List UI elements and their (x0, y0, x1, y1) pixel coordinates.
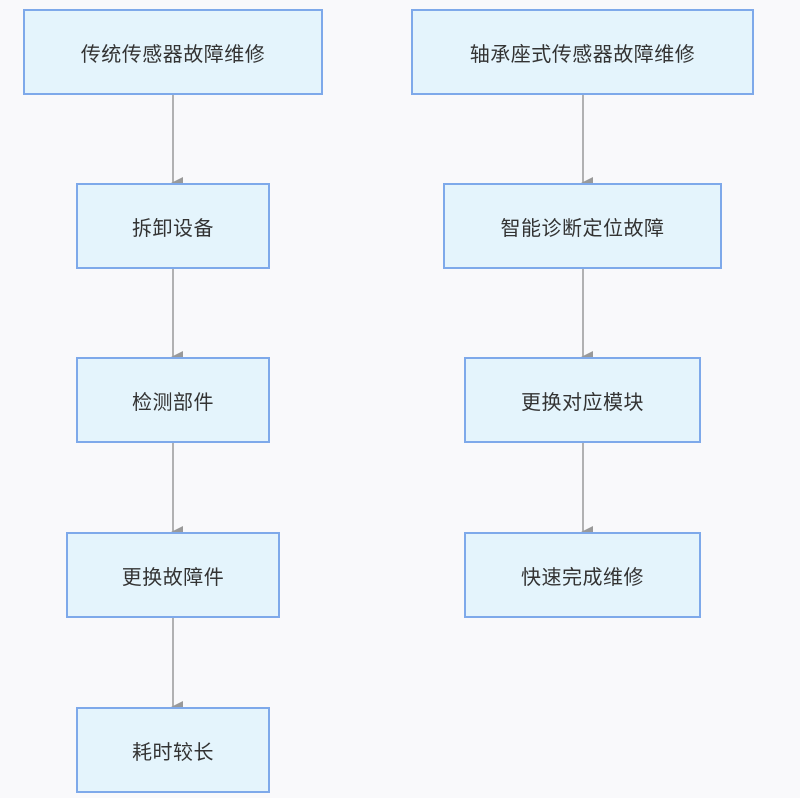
node-label: 更换对应模块 (521, 389, 644, 414)
node-quick-repair: 快速完成维修 (464, 532, 701, 618)
node-label: 智能诊断定位故障 (500, 215, 665, 240)
node-label: 检测部件 (132, 389, 214, 414)
node-replace-faulty-part: 更换故障件 (66, 532, 280, 618)
node-disassemble-equipment: 拆卸设备 (76, 183, 270, 269)
node-time-consuming: 耗时较长 (76, 707, 270, 793)
node-label: 耗时较长 (132, 739, 214, 764)
node-traditional-sensor-repair: 传统传感器故障维修 (23, 9, 323, 95)
node-bearing-sensor-repair: 轴承座式传感器故障维修 (411, 9, 754, 95)
node-label: 传统传感器故障维修 (80, 41, 266, 66)
node-inspect-parts: 检测部件 (76, 357, 270, 443)
node-replace-module: 更换对应模块 (464, 357, 701, 443)
node-smart-diagnosis: 智能诊断定位故障 (443, 183, 722, 269)
node-label: 轴承座式传感器故障维修 (469, 41, 696, 66)
node-label: 拆卸设备 (132, 215, 214, 240)
node-label: 更换故障件 (121, 564, 225, 589)
node-label: 快速完成维修 (521, 564, 644, 589)
